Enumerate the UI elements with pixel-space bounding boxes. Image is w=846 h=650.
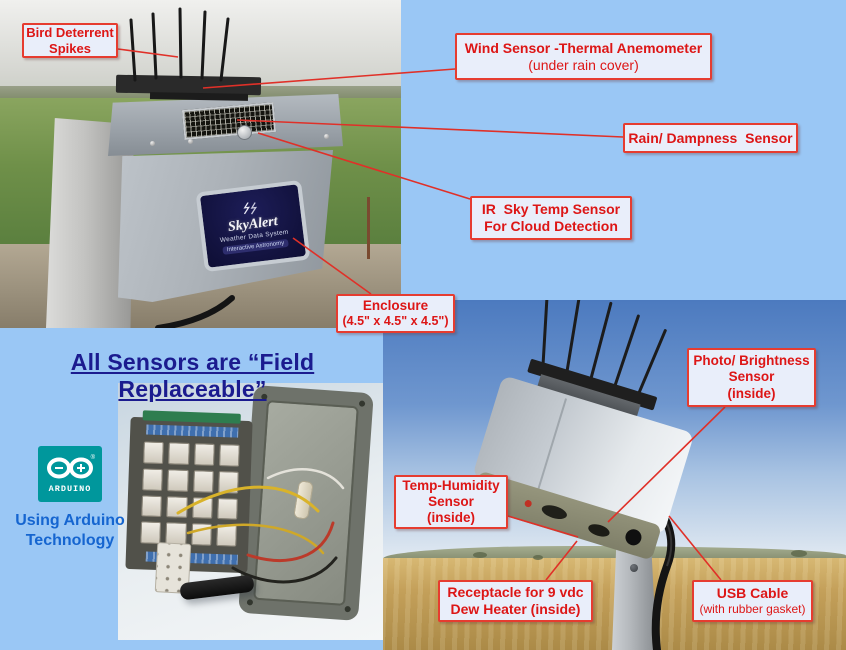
callout-line: Sensor [728, 369, 775, 385]
callout-line: Photo/ Brightness [693, 353, 810, 369]
bird-spikes [541, 300, 667, 396]
arduino-caption-line: Using Arduino [15, 512, 125, 529]
callout-photo-brightness-sensor: Photo/ Brightness Sensor (inside) [687, 348, 816, 407]
power-cable [155, 295, 235, 328]
sensor-aperture [540, 502, 569, 522]
pole-screw [630, 564, 638, 572]
callout-line: USB Cable [716, 585, 789, 602]
callout-ir-sky-temp-sensor: IR Sky Temp Sensor For Cloud Detection [470, 196, 632, 240]
skyalert-sticker: SkyAlert Weather Data System Interactive… [195, 179, 311, 273]
heater-receptacle [523, 499, 533, 508]
callout-line: Spikes [49, 40, 91, 56]
sensor-aperture [586, 521, 612, 539]
arduino-wordmark: ARDUINO [48, 483, 92, 494]
bush [533, 555, 543, 560]
hookup-wires [176, 468, 345, 584]
callout-line: Bird Deterrent [26, 24, 114, 40]
callout-rain-dampness-sensor: Rain/ Dampness Sensor [623, 123, 798, 153]
fence-post [367, 197, 370, 259]
callout-line: (inside) [426, 510, 475, 526]
ir-sky-temp-sensor-dome [237, 125, 252, 140]
photo-enclosure-inside [118, 383, 385, 640]
callout-line: Wind Sensor -Thermal Anemometer [464, 39, 703, 56]
usb-cable-gland [623, 527, 644, 548]
callout-line: (4.5" x 4.5" x 4.5") [342, 314, 449, 329]
callout-line: (inside) [727, 385, 776, 401]
callout-line: For Cloud Detection [484, 218, 618, 234]
callout-temp-humidity-sensor: Temp-Humidity Sensor (inside) [394, 475, 508, 529]
arduino-caption-line: Technology [25, 532, 115, 549]
lid-screw [150, 141, 155, 146]
callout-line: Sensor [428, 493, 474, 509]
arduino-infinity-icon [47, 457, 93, 478]
bush [473, 552, 487, 558]
callout-line: (under rain cover) [528, 56, 639, 73]
callout-line: Rain/ Dampness Sensor [628, 129, 793, 146]
callout-line: Enclosure [362, 297, 429, 313]
callout-line: (with rubber gasket) [699, 602, 806, 617]
callout-enclosure: Enclosure (4.5" x 4.5" x 4.5") [336, 294, 455, 333]
lid-screw [188, 139, 193, 144]
callout-receptacle-dew-heater: Receptacle for 9 vdc Dew Heater (inside) [438, 580, 593, 622]
arduino-caption: Using Arduino Technology [8, 511, 132, 551]
callout-line: IR Sky Temp Sensor [481, 201, 621, 218]
callout-line: Dew Heater (inside) [450, 601, 581, 617]
lightning-icon [243, 201, 258, 214]
callout-usb-cable: USB Cable (with rubber gasket) [692, 580, 813, 622]
headline: All Sensors are “Field Replaceable” [70, 349, 315, 402]
registered-mark: ® [90, 455, 95, 461]
bush [791, 550, 807, 557]
arduino-logo: ® ARDUINO [38, 446, 102, 502]
weather-station-device [463, 300, 703, 565]
callout-line: Temp-Humidity [402, 477, 500, 493]
callout-wind-sensor: Wind Sensor -Thermal Anemometer (under r… [455, 33, 712, 80]
callout-bird-deterrent-spikes: Bird Deterrent Spikes [22, 23, 118, 58]
callout-line: Receptacle for 9 vdc [447, 584, 584, 601]
